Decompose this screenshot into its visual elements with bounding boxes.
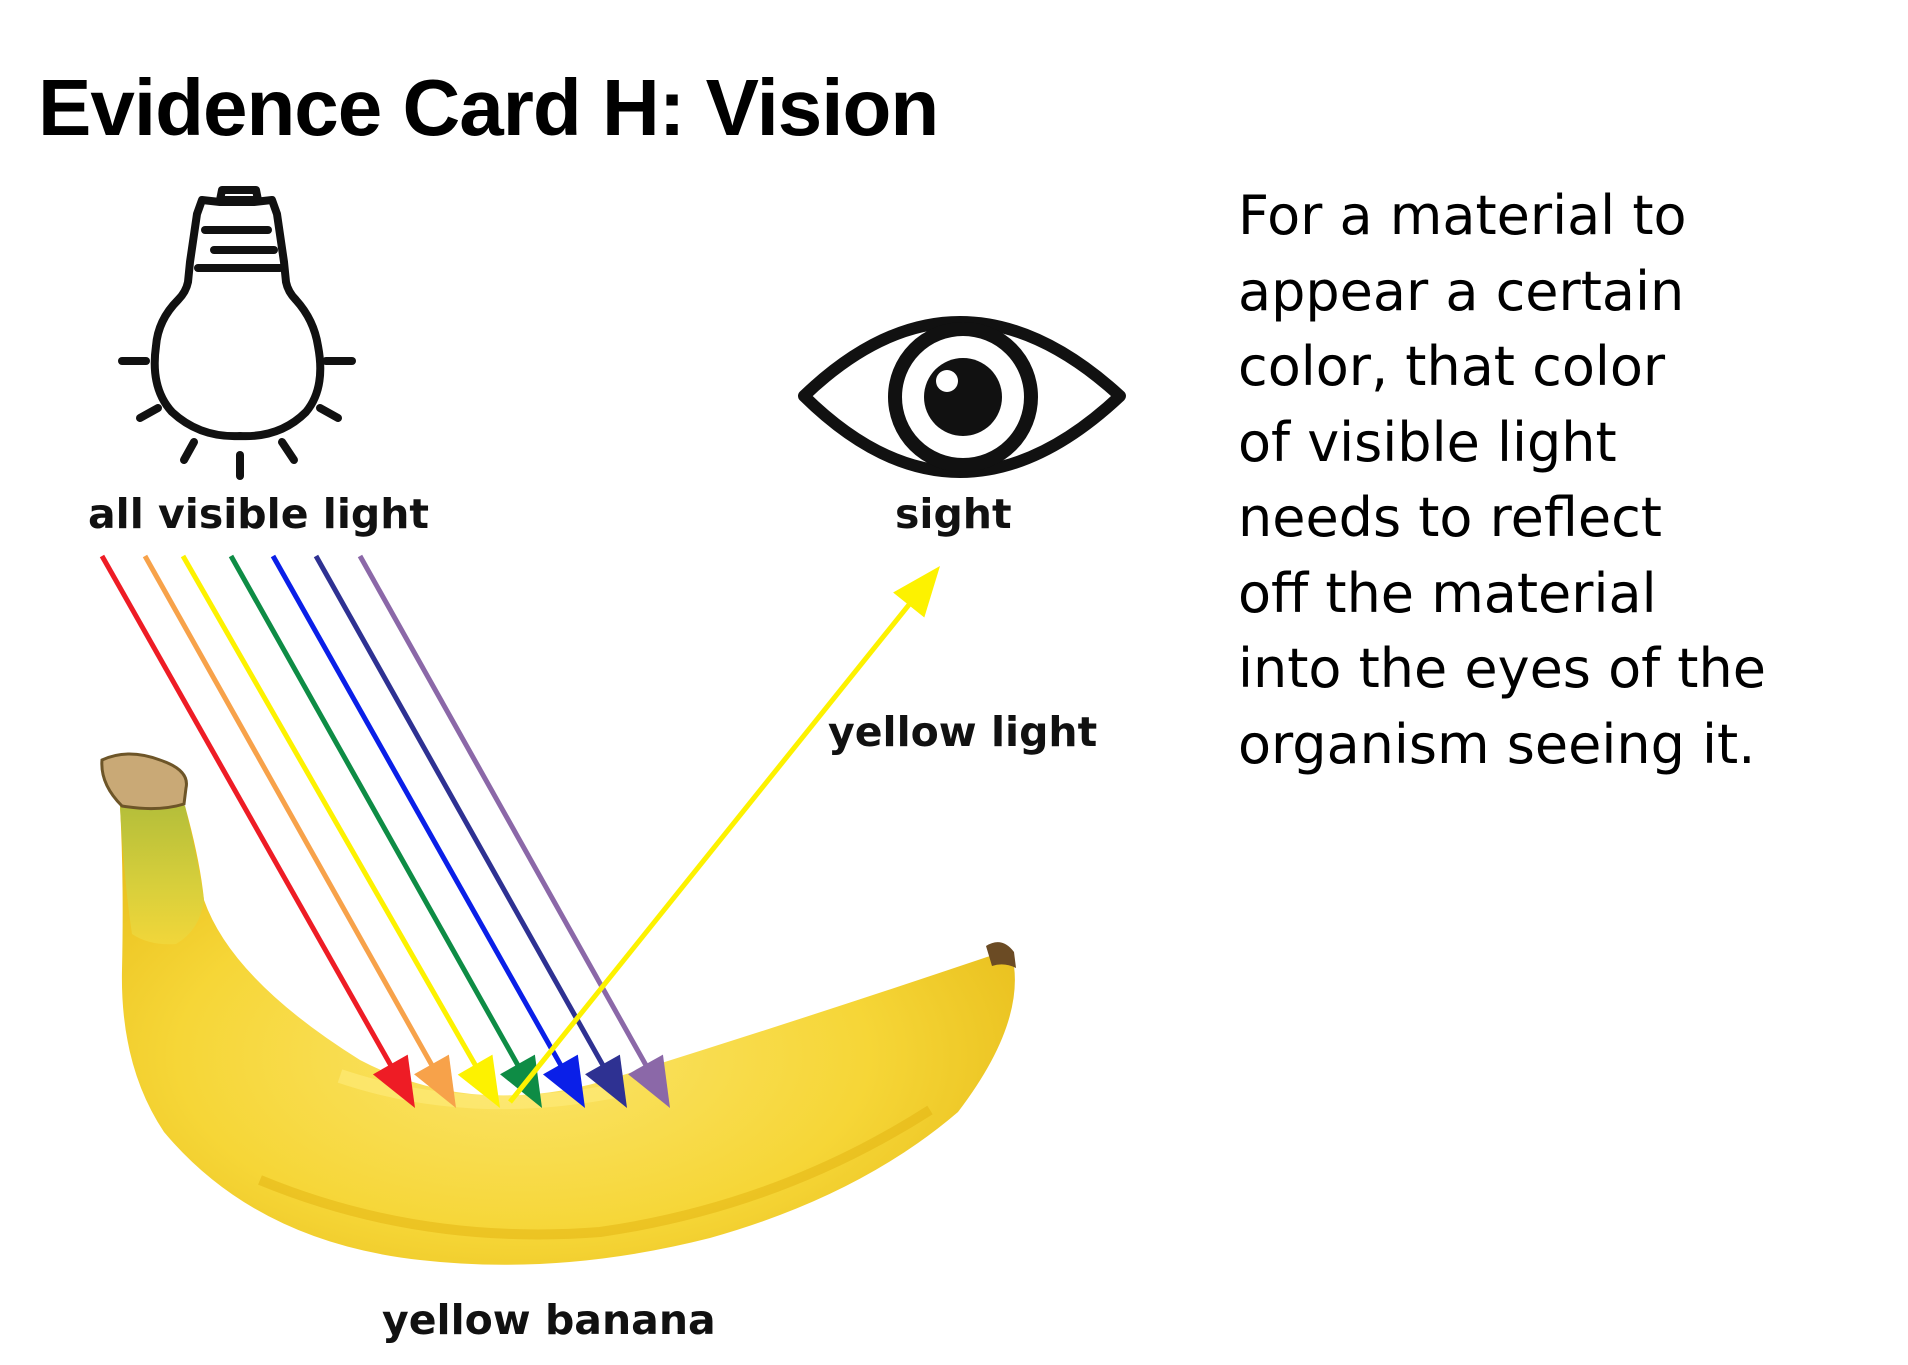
sight-label: sight	[895, 490, 1012, 538]
incoming-ray-red	[99, 554, 415, 1108]
explanation-line: off the material	[1238, 561, 1657, 625]
eye-icon	[798, 316, 1126, 478]
explanation-line: needs to reflect	[1238, 486, 1662, 549]
incoming-ray-indigo	[313, 554, 627, 1108]
reflected-ray-yellow	[508, 566, 940, 1104]
explanation-line: For a material to	[1238, 184, 1687, 247]
explanation-line: appear a certain	[1238, 259, 1685, 323]
incoming-ray-orange	[142, 554, 456, 1108]
light-bulb-icon	[118, 186, 356, 480]
reflected-yellow-ray	[508, 566, 940, 1104]
banana-illustration	[100, 752, 1016, 1265]
explanation-line: of visible light	[1238, 410, 1617, 474]
reflected-light-label: yellow light	[828, 708, 1098, 756]
incoming-ray-green	[228, 554, 542, 1108]
incoming-light-rays	[99, 554, 670, 1108]
explanation-line: into the eyes of the	[1238, 637, 1766, 700]
incoming-ray-blue	[270, 554, 585, 1108]
object-label: yellow banana	[382, 1296, 716, 1344]
light-source-label: all visible light	[88, 490, 430, 538]
incoming-ray-violet	[357, 554, 670, 1108]
explanation-line: color, that color	[1238, 335, 1666, 398]
incoming-ray-yellow	[180, 554, 500, 1108]
explanation-line: organism seeing it.	[1238, 712, 1756, 776]
explanation-text: For a material to appear a certain color…	[1238, 178, 1878, 782]
card-title: Evidence Card H: Vision	[38, 63, 939, 152]
